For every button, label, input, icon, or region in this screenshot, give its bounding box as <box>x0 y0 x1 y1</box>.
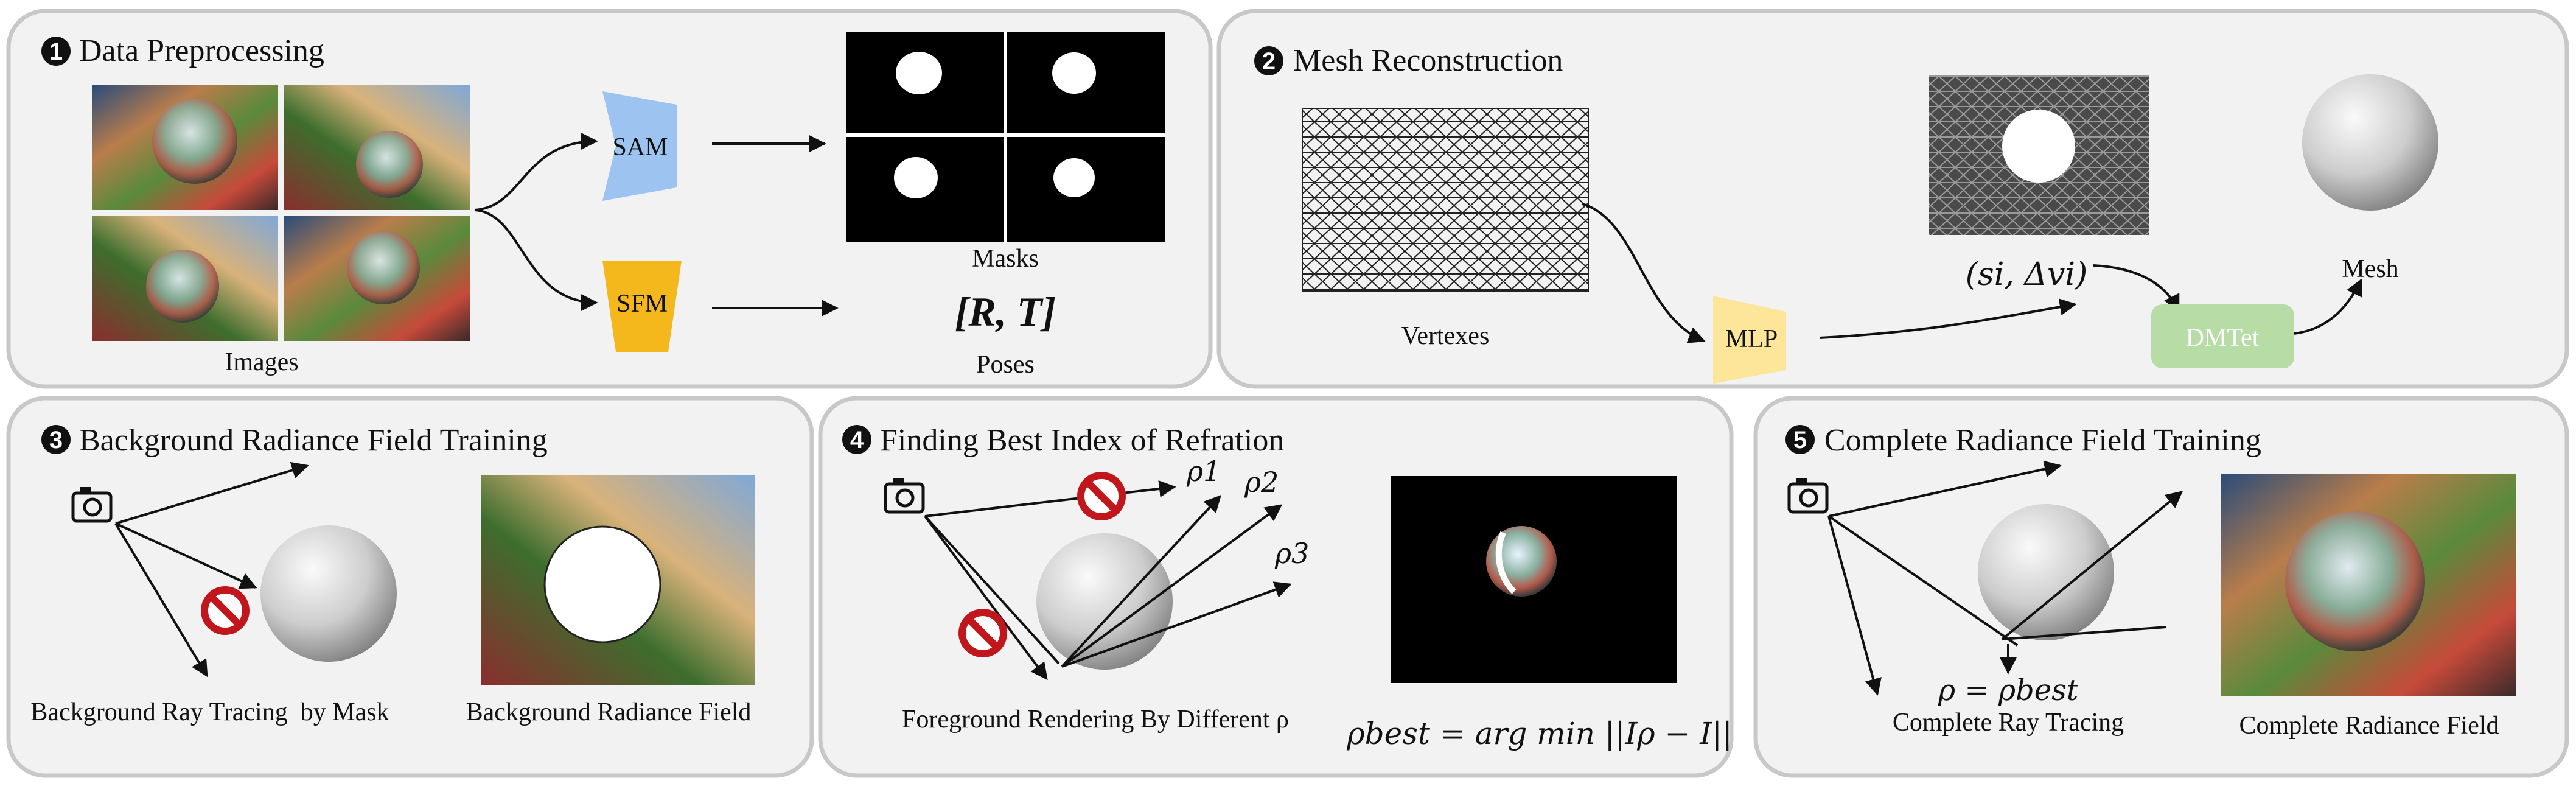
ray <box>1827 515 2019 647</box>
vertexes-label: Vertexes <box>1401 322 1490 350</box>
arrow-sdv-to-dmtet <box>2093 264 2180 312</box>
sam-block <box>602 91 677 201</box>
arrow-to-sam <box>474 133 598 211</box>
rendering-label: Foreground Rendering By Different ρ <box>902 706 1289 734</box>
step-number: 5 <box>1793 427 1807 454</box>
refracted-ray <box>2001 491 2183 640</box>
glass-ball <box>152 99 237 184</box>
masks-label: Masks <box>972 245 1039 273</box>
glass-ball <box>347 231 420 304</box>
ray <box>924 515 1060 665</box>
rho-3-label: ρ3 <box>1274 537 1309 570</box>
input-images <box>92 85 470 341</box>
ray <box>115 461 309 525</box>
blocked-icon <box>1077 472 1126 520</box>
mesh-sphere <box>2302 74 2438 211</box>
mlp-label: MLP <box>1725 325 1778 353</box>
masks-grid <box>846 32 1165 242</box>
panel-complete-field: 5 Complete Radiance Field Training ρ = ρ… <box>1753 396 2569 778</box>
glass-ball <box>356 131 423 198</box>
refracted-ray <box>2002 626 2167 640</box>
arrow-dmtet-to-mesh <box>2294 278 2362 335</box>
blocked-icon <box>958 609 1007 657</box>
field-label: Complete Radiance Field <box>2239 712 2499 740</box>
mask-blob <box>1052 52 1096 94</box>
argmin-formula: ρbest = arg min ||Iρ − I|| <box>1346 716 1733 751</box>
complete-field-image <box>2221 474 2516 696</box>
step-number: 4 <box>850 427 864 454</box>
rho-1-label: ρ1 <box>1186 455 1221 488</box>
panel-title: Complete Radiance Field Training <box>1824 423 2261 458</box>
rho-2-label: ρ2 <box>1244 466 1279 499</box>
panel-data-preprocessing: 1 Data Preprocessing Images SAM SFM <box>6 9 1213 389</box>
arrow-mlp-to-sdv <box>1819 298 2077 339</box>
mask-blob <box>1053 158 1095 197</box>
poses-formula: [R, T] <box>955 289 1056 335</box>
poses-label: Poses <box>976 351 1035 379</box>
images-label: Images <box>225 348 298 376</box>
step-number-badge <box>1254 46 1283 75</box>
step-number-badge <box>41 37 71 66</box>
ray <box>1828 460 2062 517</box>
camera-icon <box>1787 478 1829 514</box>
panel-background <box>1216 9 2569 389</box>
panel-title: Data Preprocessing <box>79 33 324 68</box>
step-number-badge <box>41 425 71 454</box>
ray-tracing-label: Background Ray Tracing by Mask <box>30 698 389 726</box>
panel-title: Mesh Reconstruction <box>1293 43 1563 78</box>
step-number: 2 <box>1262 48 1276 75</box>
step-number: 1 <box>49 38 63 65</box>
ray <box>924 515 1048 681</box>
field-label: Background Radiance Field <box>466 698 752 726</box>
foreground-render <box>1391 476 1677 683</box>
sdf-sphere <box>2002 110 2075 183</box>
mlp-block <box>1713 296 1786 384</box>
dmtet-block <box>2151 304 2294 368</box>
mesh-label: Mesh <box>2342 255 2398 283</box>
rho-best-formula: ρ = ρbest <box>1938 673 2079 707</box>
glass-sphere <box>260 525 397 662</box>
glass-sphere <box>1036 533 1173 670</box>
panel-refraction-index: 4 Finding Best Index of Refration ρ1 ρ2 … <box>818 396 1734 778</box>
ray-tracing-label: Complete Ray Tracing <box>1893 709 2124 737</box>
panel-title: Background Radiance Field Training <box>79 423 548 458</box>
camera-icon <box>71 487 113 523</box>
arrow-vertex-to-mlp <box>1582 203 1706 343</box>
panel-title: Finding Best Index of Refration <box>880 423 1284 458</box>
step-number-badge <box>1785 425 1815 454</box>
refracted-ray <box>1061 494 1221 668</box>
sam-label: SAM <box>612 133 668 161</box>
camera-icon <box>884 478 925 514</box>
ray <box>114 522 208 678</box>
sfm-block <box>602 261 682 352</box>
glass-ball <box>146 250 219 323</box>
panel-background-field: 3 Background Radiance Field Training Bac… <box>6 396 814 778</box>
panel-mesh-reconstruction: 2 Mesh Reconstruction Vertexes MLP (si, … <box>1216 9 2569 389</box>
mask-blob <box>896 52 942 94</box>
arrow-to-sfm <box>474 209 598 311</box>
step-number: 3 <box>49 427 63 454</box>
glass-sphere <box>1978 504 2114 640</box>
background-field-image <box>481 475 755 685</box>
sfm-label: SFM <box>616 290 668 318</box>
blocked-icon <box>201 586 250 635</box>
mask-blob <box>894 157 938 198</box>
step-number-badge <box>842 425 871 454</box>
vertex-mesh <box>1302 108 1589 292</box>
refracted-ray <box>1061 504 1283 668</box>
sdv-formula: (si, Δvi) <box>1966 256 2088 293</box>
refracted-ray <box>1061 581 1292 668</box>
ray <box>1827 516 1882 696</box>
ray <box>115 522 257 589</box>
ray <box>924 480 1176 517</box>
dmtet-label: DMTet <box>2186 324 2260 352</box>
